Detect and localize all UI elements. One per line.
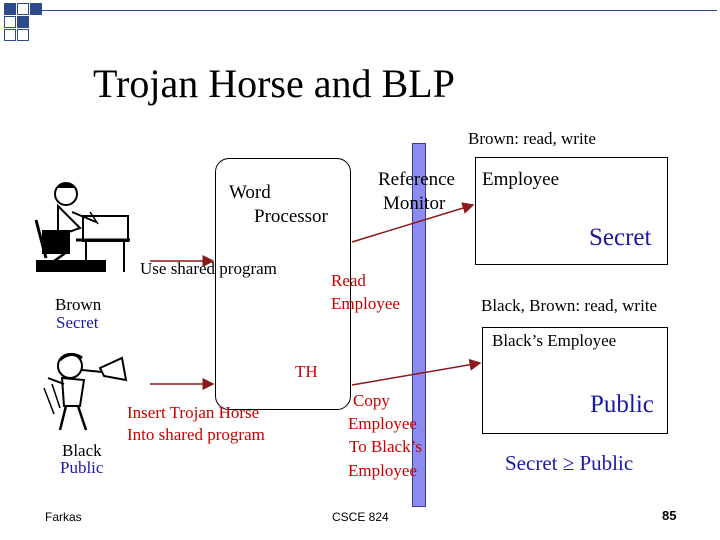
brown-permissions-label: Brown: read, write xyxy=(468,129,596,148)
reference-monitor-label-2: Monitor xyxy=(383,193,446,214)
page-number: 85 xyxy=(662,508,677,523)
dominance-relation-label: Secret ≥ Public xyxy=(505,451,634,475)
insert-trojan-label-1: Insert Trojan Horse xyxy=(127,403,260,422)
black-brown-permissions-label: Black, Brown: read, write xyxy=(481,296,658,315)
black-level-label: Public xyxy=(60,458,104,477)
reference-monitor-bar xyxy=(412,143,426,507)
brown-user-clipart-icon xyxy=(34,182,130,272)
footer-author: Farkas xyxy=(45,510,82,524)
insert-trojan-label-2: Into shared program xyxy=(127,425,265,444)
footer-course: CSCE 824 xyxy=(332,510,389,524)
read-employee-label-1: Read xyxy=(331,271,366,290)
word-processor-label-1: Word xyxy=(229,182,271,203)
trojan-horse-th-label: TH xyxy=(295,362,318,381)
word-processor-label-2: Processor xyxy=(254,206,328,227)
read-employee-arrow xyxy=(351,202,475,243)
black-name-label: Black xyxy=(62,441,102,460)
copy-employee-arrow xyxy=(351,358,482,386)
use-shared-program-label: Use shared program xyxy=(140,259,277,278)
blacks-employee-file-box xyxy=(482,327,668,434)
copy-employee-label-4: Employee xyxy=(348,461,417,480)
public-level-label: Public xyxy=(590,391,654,418)
brown-level-label: Secret xyxy=(56,313,99,332)
copy-employee-label-3: To Black’s xyxy=(349,437,422,456)
employee-label: Employee xyxy=(482,169,560,190)
secret-level-label: Secret xyxy=(589,224,652,251)
word-processor-box xyxy=(215,158,351,410)
slide-title: Trojan Horse and BLP xyxy=(93,61,455,106)
reference-monitor-label-1: Reference xyxy=(378,169,455,190)
blacks-employee-label: Black’s Employee xyxy=(492,331,617,350)
employee-file-box xyxy=(475,157,668,265)
black-user-clipart-icon xyxy=(43,353,128,431)
read-employee-label-2: Employee xyxy=(331,294,400,313)
brown-name-label: Brown xyxy=(55,295,102,314)
copy-employee-label-1: Copy xyxy=(353,391,390,410)
copy-employee-label-2: Employee xyxy=(348,414,417,433)
